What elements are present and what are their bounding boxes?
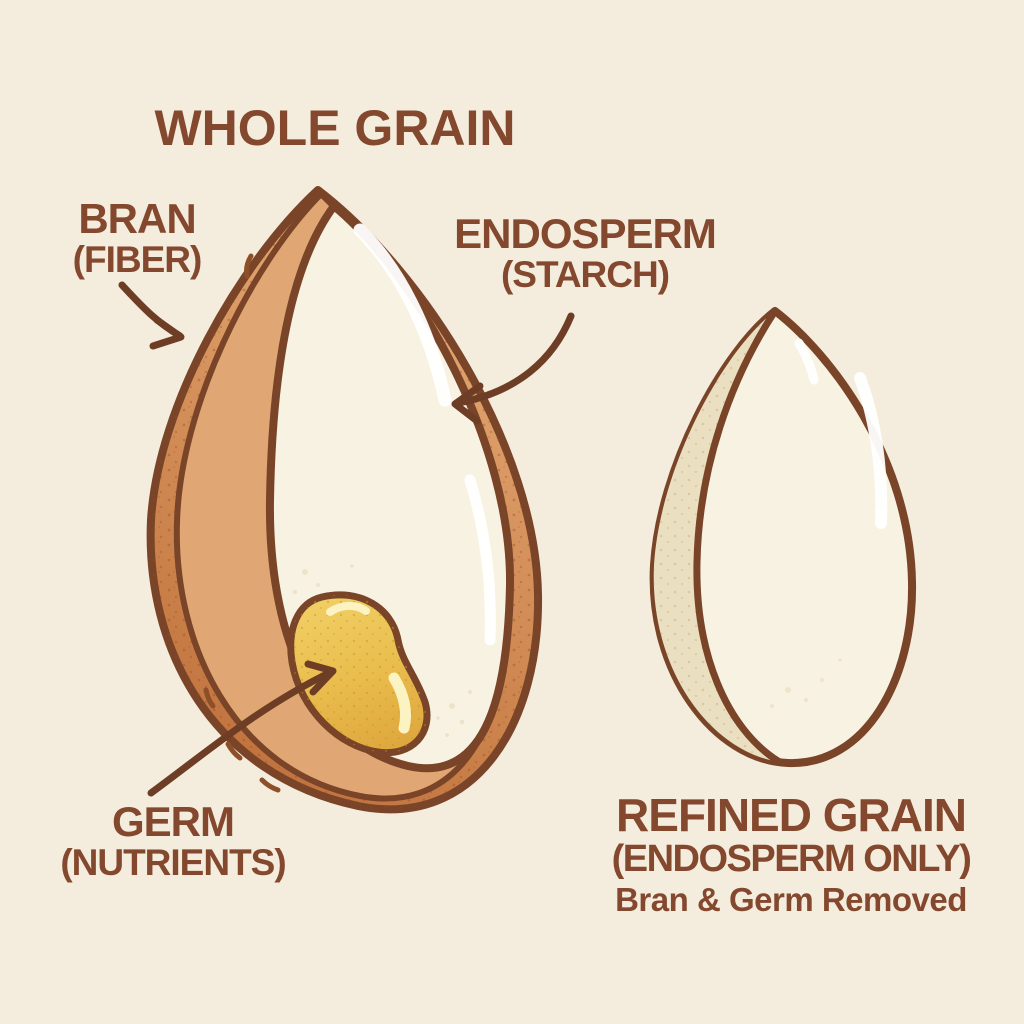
germ-arrow — [147, 660, 337, 797]
refined-crescent-texture — [653, 311, 780, 762]
refined-grain-illustration — [649, 307, 917, 768]
refined-seam-line — [693, 307, 782, 765]
refined-highlights — [794, 338, 888, 529]
endosperm-speckles — [292, 564, 472, 737]
endosperm-arrow — [451, 312, 575, 425]
refined-grain-title: REFINED GRAIN — [616, 789, 967, 841]
germ-label-name: GERM — [112, 798, 235, 845]
whole-grain-title: WHOLE GRAIN — [154, 100, 516, 156]
endosperm-label-sub: (STARCH) — [500, 253, 670, 295]
germ-texture — [290, 594, 428, 753]
refined-grain-note: Bran & Germ Removed — [615, 881, 967, 919]
endosperm-highlights — [353, 223, 496, 646]
bran-arrow — [118, 281, 185, 350]
refined-grain-label: REFINED GRAIN (ENDOSPERM ONLY) Bran & Ge… — [611, 789, 972, 919]
bran-label: BRAN (FIBER) — [72, 195, 203, 280]
annotation-arrows — [118, 281, 575, 797]
germ-illustration — [287, 591, 431, 757]
whole-grain-illustration — [146, 186, 543, 814]
endosperm-label: ENDOSPERM (STARCH) — [454, 210, 717, 295]
bran-label-sub: (FIBER) — [72, 238, 203, 280]
bran-label-name: BRAN — [78, 195, 196, 242]
endosperm-label-name: ENDOSPERM — [454, 210, 717, 257]
germ-label: GERM (NUTRIENTS) — [60, 798, 286, 883]
germ-label-sub: (NUTRIENTS) — [60, 841, 286, 883]
refined-grain-subtitle: (ENDOSPERM ONLY) — [611, 837, 972, 880]
refined-speckles — [770, 658, 842, 708]
germ-highlights — [326, 601, 412, 734]
